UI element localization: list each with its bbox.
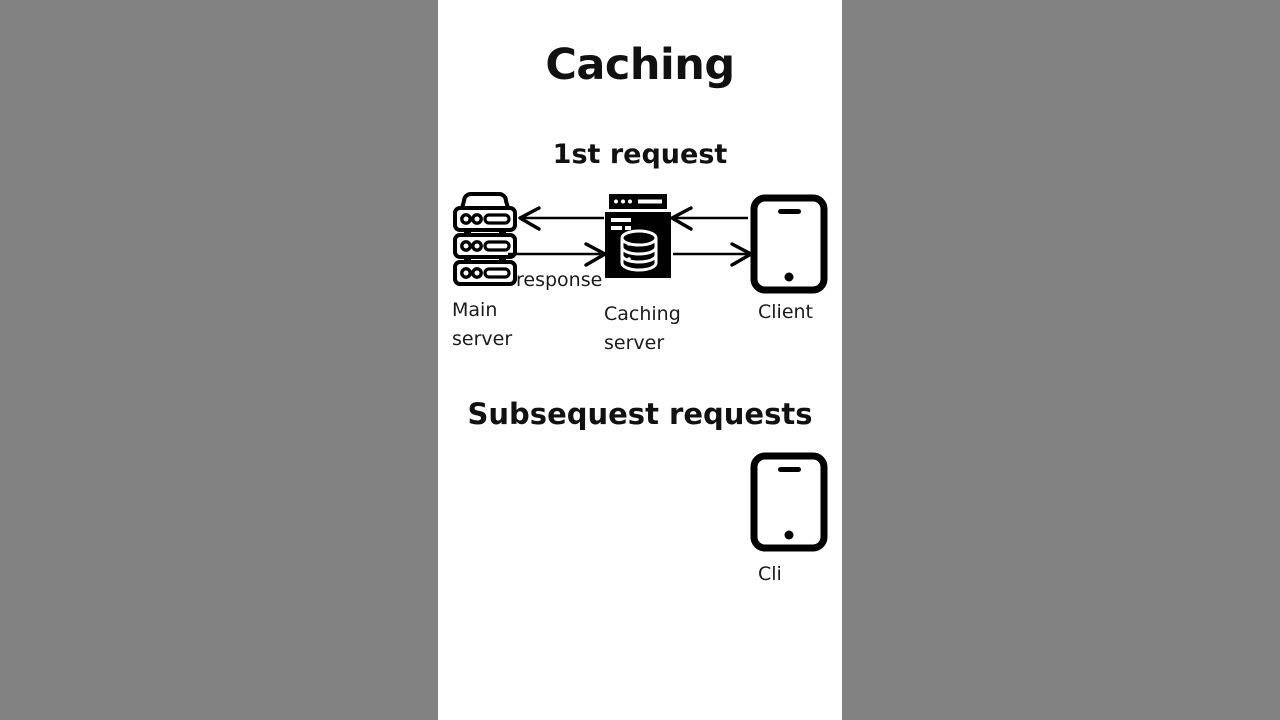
arrow-cache-to-main	[518, 206, 604, 231]
letterbox-left	[0, 0, 438, 720]
section-heading-first-request: 1st request	[552, 139, 728, 170]
arrow-cache-to-client	[673, 242, 753, 267]
cache-database-icon	[605, 194, 671, 278]
node-label-caching-server: Caching server	[604, 303, 681, 355]
section-heading-subsequent-requests: Subsequest requests	[467, 397, 813, 431]
mobile-device-icon	[750, 194, 828, 294]
node-label-client: Client	[758, 301, 814, 323]
edge-label-response: response	[516, 269, 603, 291]
letterbox-right	[842, 0, 1280, 720]
page-title: Caching	[545, 40, 735, 90]
node-label-client-2: Cli	[758, 563, 782, 585]
node-label-main-server: Main server	[452, 299, 513, 351]
arrow-client-to-cache	[670, 206, 748, 231]
content-panel: Caching 1st request	[438, 0, 842, 720]
arrow-main-to-cache	[508, 242, 607, 267]
arrow-layer	[438, 188, 842, 288]
server-rack-icon	[450, 188, 520, 286]
mobile-device-icon-2	[750, 452, 828, 552]
